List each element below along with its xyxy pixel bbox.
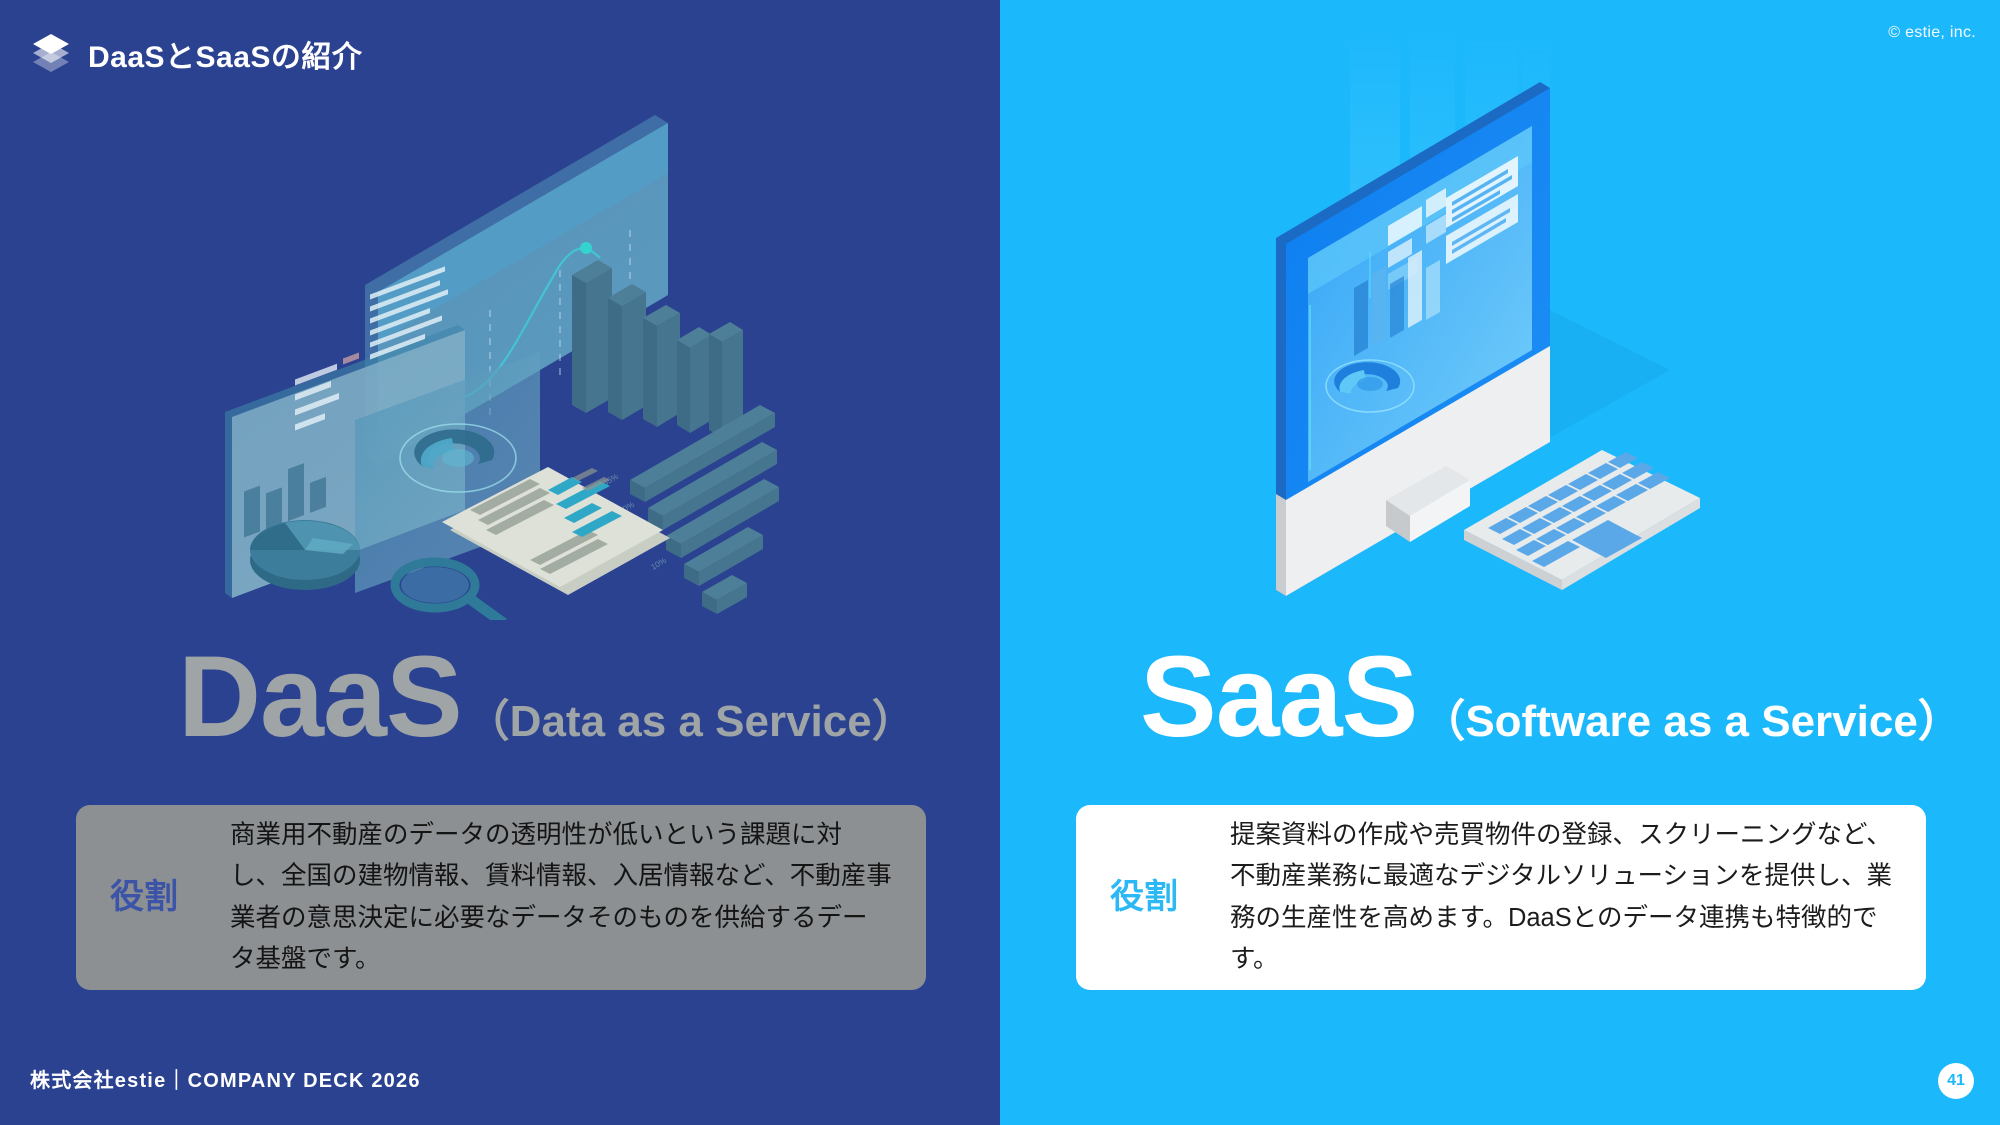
right-panel: SaaS （Software as a Service） 役割 提案資料の作成や… bbox=[1000, 0, 2000, 1125]
daas-role-box: 役割 商業用不動産のデータの透明性が低いという課題に対し、全国の建物情報、賃料情… bbox=[76, 805, 926, 990]
copyright-text: © estie, inc. bbox=[1888, 24, 1976, 41]
daas-role-label: 役割 bbox=[110, 877, 178, 916]
saas-title-row: SaaS （Software as a Service） bbox=[1140, 640, 1962, 755]
saas-role-box: 役割 提案資料の作成や売買物件の登録、スクリーニングなど、不動産業務に最適なデジ… bbox=[1076, 805, 1926, 990]
layers-icon bbox=[30, 34, 72, 74]
saas-title-main: SaaS bbox=[1140, 633, 1418, 761]
isometric-desktop-computer-illustration bbox=[1276, 30, 1700, 596]
footer-text: 株式会社estie｜COMPANY DECK 2026 bbox=[30, 1070, 421, 1092]
left-panel: 35% 30% 21% 10% bbox=[0, 0, 1000, 1125]
saas-title-sub: （Software as a Service） bbox=[1421, 697, 1962, 746]
saas-role-label: 役割 bbox=[1110, 877, 1178, 916]
svg-text:10%: 10% bbox=[650, 556, 668, 572]
page-title: DaaSとSaaSの紹介 bbox=[88, 41, 363, 74]
slide-header: DaaSとSaaSの紹介 bbox=[30, 32, 362, 76]
isometric-data-dashboard-illustration: 35% 30% 21% 10% bbox=[225, 115, 779, 620]
daas-title-main: DaaS bbox=[178, 633, 463, 761]
saas-role-text: 提案資料の作成や売買物件の登録、スクリーニングなど、不動産業務に最適なデジタルソ… bbox=[1230, 820, 1892, 973]
daas-title-sub: （Data as a Service） bbox=[465, 697, 916, 746]
daas-role-text: 商業用不動産のデータの透明性が低いという課題に対し、全国の建物情報、賃料情報、入… bbox=[230, 820, 892, 973]
daas-title-row: DaaS （Data as a Service） bbox=[178, 640, 916, 755]
page-number-badge: 41 bbox=[1938, 1063, 1974, 1099]
